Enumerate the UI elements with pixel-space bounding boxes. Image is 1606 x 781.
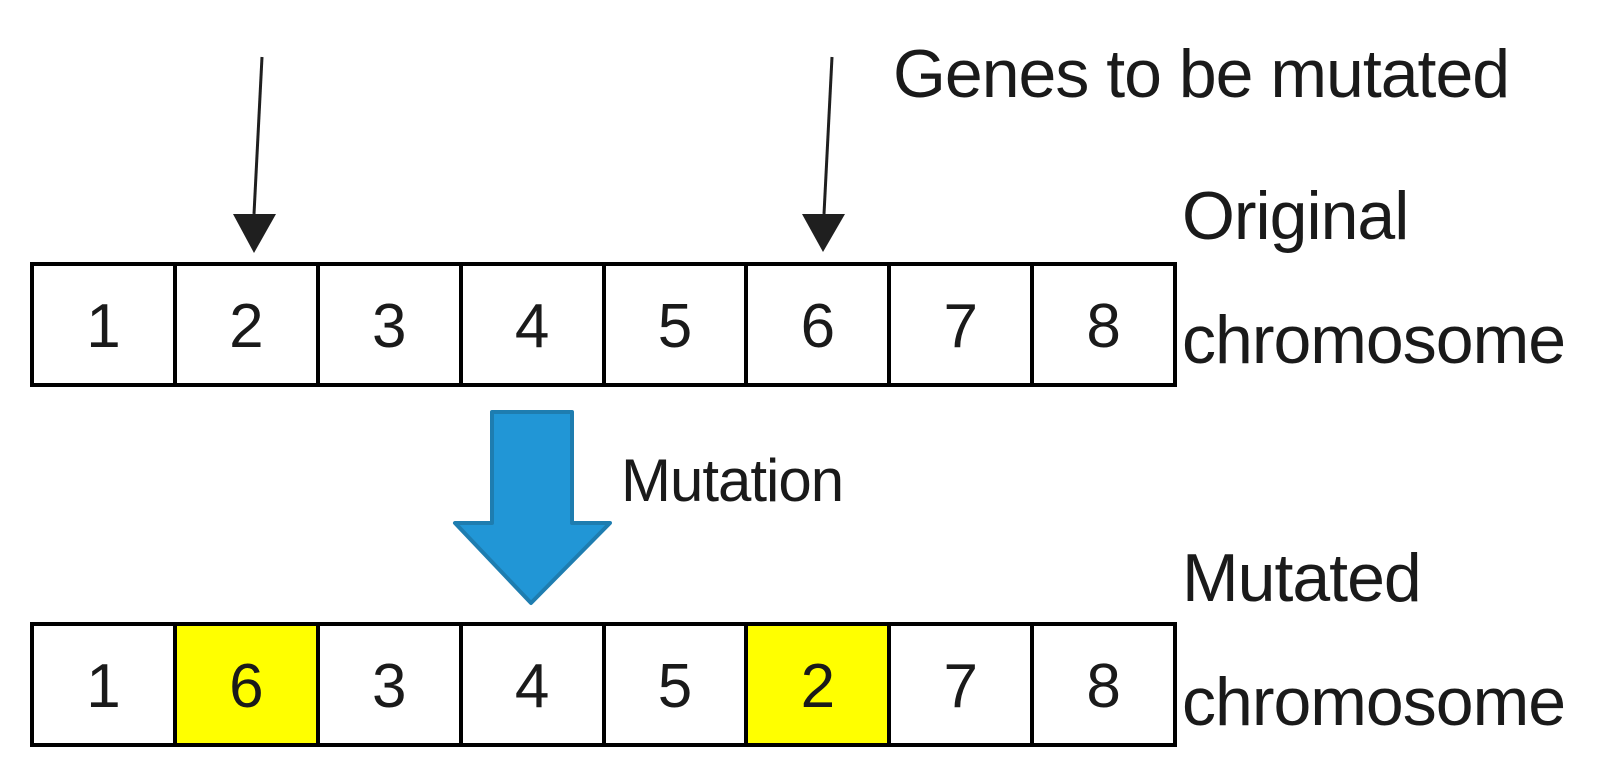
gene-cell: 4 <box>463 266 606 383</box>
original-chromosome-label-line2: chromosome <box>1182 302 1566 378</box>
mutated-chromosome-label-line1: Mutated <box>1182 540 1422 616</box>
gene-cell: 8 <box>1086 652 1121 721</box>
gene-cell: 5 <box>606 266 749 383</box>
mutation-label: Mutation <box>621 447 844 514</box>
gene-cell: 1 <box>34 266 177 383</box>
gene-cell: 8 <box>1086 292 1121 361</box>
mutation-block-arrow-icon <box>455 412 610 603</box>
mutated-chromosome-label: Mutated chromosome <box>1182 516 1566 764</box>
original-chromosome-label: Original chromosome <box>1182 154 1566 402</box>
gene-cell: 2 <box>177 266 320 383</box>
gene-cell: 3 <box>320 266 463 383</box>
gene-cell: 7 <box>891 626 1035 743</box>
gene-cell: 1 <box>34 626 177 743</box>
mutation-block-arrow-outline <box>453 410 612 605</box>
gene-cell: 6 <box>748 266 892 383</box>
gene-cell: 7 <box>891 266 1035 383</box>
genes-to-be-mutated-label: Genes to be mutated <box>893 36 1510 112</box>
gene-cell: 5 <box>606 626 749 743</box>
gene-cell: 4 <box>463 626 606 743</box>
mutated-chromosome-label-line2: chromosome <box>1182 664 1566 740</box>
original-chromosome-label-line1: Original <box>1182 178 1409 254</box>
gene-cell: 2 <box>748 626 892 743</box>
gene-cell: 3 <box>320 626 463 743</box>
gene-pointer-arrow-left-icon <box>233 56 276 253</box>
gene-cell: 6 <box>176 626 320 743</box>
gene-pointer-arrow-right-icon <box>802 56 845 252</box>
